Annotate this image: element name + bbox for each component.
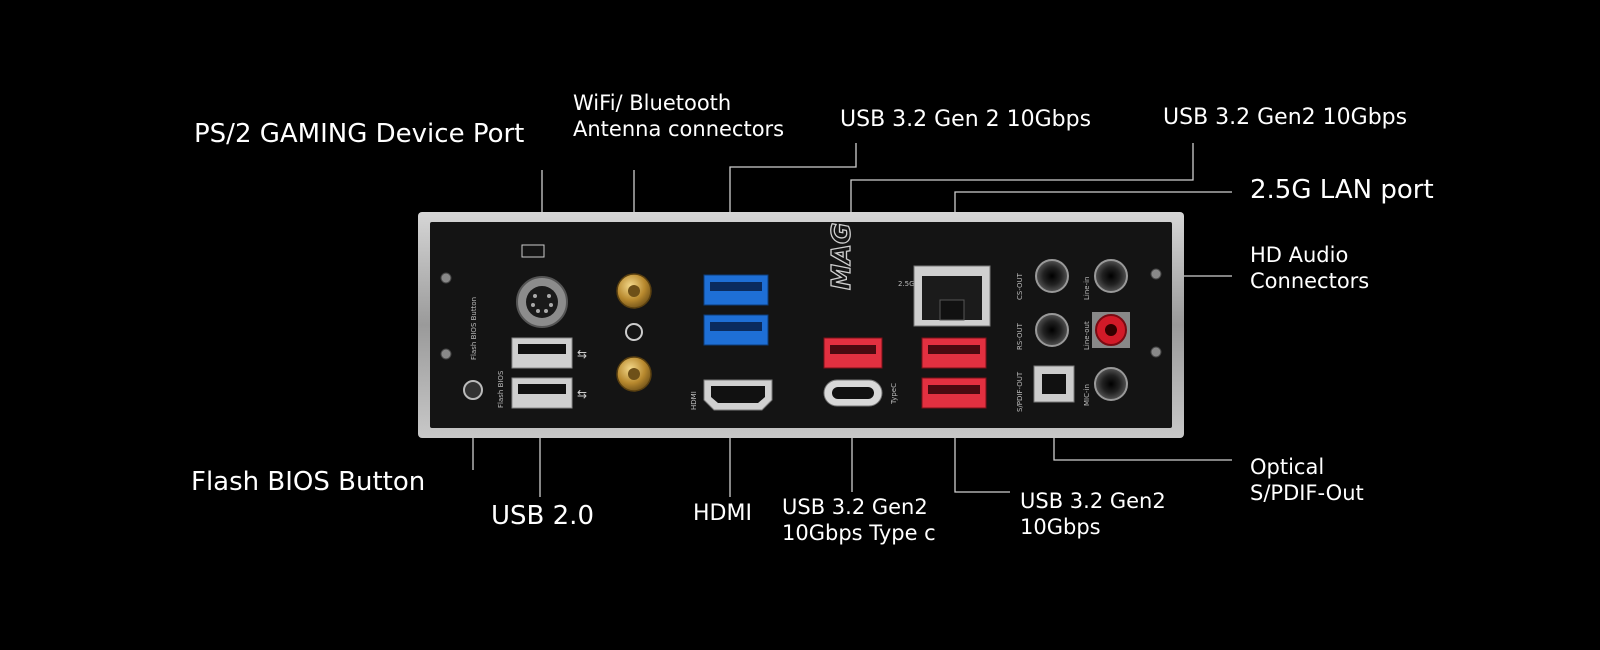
label-usb-gen2-bottom-line2: 10Gbps bbox=[1020, 515, 1101, 540]
lan-port[interactable] bbox=[913, 265, 991, 327]
screw-icon bbox=[440, 348, 452, 360]
keyboard-icon bbox=[521, 244, 545, 258]
plate-mic-in: MIC-in bbox=[1083, 384, 1091, 406]
screw-icon bbox=[440, 272, 452, 284]
plate-line-out: Line-out bbox=[1083, 321, 1091, 350]
label-wifi-line2: Antenna connectors bbox=[573, 117, 785, 142]
usb-blue-port[interactable] bbox=[703, 314, 769, 346]
antenna-connector[interactable] bbox=[616, 356, 652, 392]
plate-hdmi-label: HDMI bbox=[690, 391, 698, 410]
label-flash-bios: Flash BIOS Button bbox=[191, 467, 426, 497]
usb-red-port[interactable] bbox=[921, 377, 987, 409]
label-lan: 2.5G LAN port bbox=[1250, 175, 1434, 205]
label-hdmi: HDMI bbox=[693, 501, 752, 526]
plate-flash-bios-small: Flash BIOS bbox=[497, 370, 505, 408]
label-usb-gen2-top-left: USB 3.2 Gen 2 10Gbps bbox=[840, 107, 1092, 132]
label-usb20: USB 2.0 bbox=[491, 501, 594, 531]
label-typec-line1: USB 3.2 Gen2 bbox=[782, 495, 928, 519]
antenna-connector[interactable] bbox=[616, 273, 652, 309]
plate-lan-label: 2.5G bbox=[898, 280, 915, 288]
label-audio: HD Audio Connectors bbox=[1250, 242, 1369, 295]
usb-icon: ⇆ bbox=[577, 387, 587, 401]
label-optical-line1: Optical bbox=[1250, 455, 1325, 479]
usb-icon: ⇆ bbox=[577, 347, 587, 361]
plate-flash-bios-label: Flash BIOS Button bbox=[470, 297, 478, 360]
hdmi-port[interactable] bbox=[703, 379, 773, 411]
audio-jack-rs-out[interactable] bbox=[1035, 313, 1069, 347]
flash-bios-button[interactable] bbox=[463, 380, 483, 400]
usb-typec-port[interactable] bbox=[823, 379, 883, 407]
label-audio-line1: HD Audio bbox=[1250, 243, 1349, 267]
usb-red-port[interactable] bbox=[823, 337, 883, 369]
label-usb-gen2-bottom: USB 3.2 Gen2 10Gbps bbox=[1020, 488, 1166, 541]
usb-red-port[interactable] bbox=[921, 337, 987, 369]
usb20-port[interactable] bbox=[511, 337, 573, 369]
label-typec: USB 3.2 Gen2 10Gbps Type c bbox=[782, 494, 936, 547]
wifi-logo-icon bbox=[625, 323, 643, 341]
leader-usb-top-left bbox=[729, 143, 857, 212]
screw-icon bbox=[1150, 268, 1162, 280]
plate-spdif-out: S/PDIF-OUT bbox=[1016, 371, 1024, 412]
plate-rs-out: RS-OUT bbox=[1016, 322, 1024, 350]
mag-logo: MAG bbox=[827, 223, 857, 290]
label-optical-line2: S/PDIF-Out bbox=[1250, 481, 1364, 506]
label-typec-line2: 10Gbps Type c bbox=[782, 521, 936, 546]
usb20-port[interactable] bbox=[511, 377, 573, 409]
label-ps2: PS/2 GAMING Device Port bbox=[194, 119, 525, 149]
label-usb-gen2-top-right: USB 3.2 Gen2 10Gbps bbox=[1163, 105, 1408, 130]
screw-icon bbox=[1150, 346, 1162, 358]
plate-line-in: Line-in bbox=[1083, 277, 1091, 301]
usb-blue-port[interactable] bbox=[703, 274, 769, 306]
spdif-optical-port[interactable] bbox=[1033, 365, 1075, 403]
label-audio-line2: Connectors bbox=[1250, 269, 1370, 294]
label-wifi-line1: WiFi/ Bluetooth bbox=[573, 91, 732, 115]
label-wifi: WiFi/ Bluetooth Antenna connectors bbox=[573, 90, 784, 143]
plate-typec-label: TypeC bbox=[890, 383, 898, 405]
leader-lan bbox=[954, 191, 1232, 212]
audio-jack-cs-out[interactable] bbox=[1035, 259, 1069, 293]
label-optical: Optical S/PDIF-Out bbox=[1250, 454, 1364, 507]
audio-jack-mic-in[interactable] bbox=[1094, 367, 1128, 401]
label-usb-gen2-bottom-line1: USB 3.2 Gen2 bbox=[1020, 489, 1166, 513]
plate-cs-out: CS-OUT bbox=[1016, 272, 1024, 300]
audio-jack-line-in[interactable] bbox=[1094, 259, 1128, 293]
